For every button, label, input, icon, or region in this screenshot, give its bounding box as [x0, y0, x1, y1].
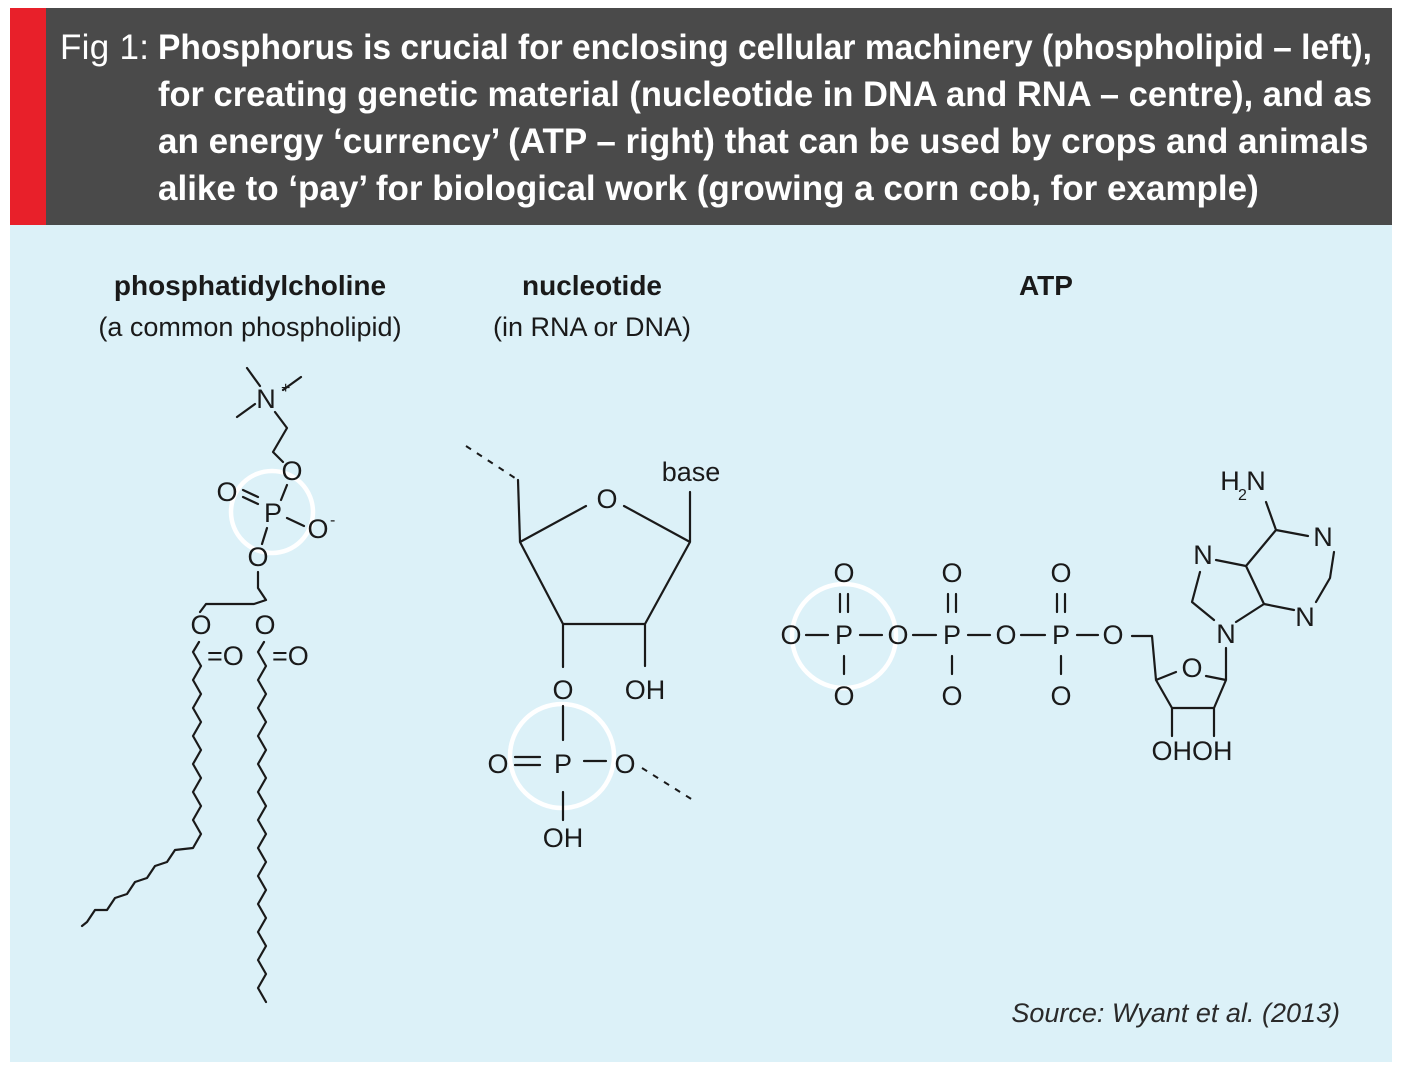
nucleotide-hydroxyl: OH	[625, 675, 666, 705]
atp-beta-phosphorus: P	[943, 620, 961, 650]
adenine-n3: N	[1295, 602, 1315, 632]
atp-ester-oxygen: O	[1102, 620, 1123, 650]
phosphate-charge: -	[330, 512, 335, 529]
atp-beta-oxygen-lower: O	[941, 681, 962, 711]
atp-bridge-oxygen-2: O	[995, 620, 1016, 650]
atp-gamma-oxo: O	[833, 558, 854, 588]
carbonyl-right: =O	[272, 641, 309, 671]
atp-bridge-oxygen-1: O	[887, 620, 908, 650]
ribose-ring-oxygen: O	[1181, 653, 1202, 683]
caption-line-3: an energy ‘currency’ (ATP – right) that …	[158, 122, 1369, 161]
atp-gamma-phosphorus: P	[835, 620, 853, 650]
atp-beta-oxo: O	[941, 558, 962, 588]
nucleotide-3-oxygen: O	[552, 675, 573, 705]
figure-header: Fig 1: Phosphorus is crucial for enclosi…	[10, 8, 1392, 225]
amino-subscript: 2	[1238, 487, 1247, 504]
nucleotide-phosphate-double-oxygen: O	[487, 749, 508, 779]
atp-alpha-oxo: O	[1050, 558, 1071, 588]
adenine-n9: N	[1216, 619, 1236, 649]
base-label: base	[662, 457, 721, 487]
nucleotide-phosphorus: P	[554, 749, 572, 779]
ribose-hydroxyls: OHOH	[1152, 736, 1233, 766]
nucleotide-subtitle: (in RNA or DNA)	[493, 312, 691, 342]
amino-nitrogen: N	[1246, 466, 1266, 496]
ester-oxygen-left: O	[190, 610, 211, 640]
ester-oxygen-right: O	[254, 610, 275, 640]
phosphatidylcholine-structure: phosphatidylcholine (a common phospholip…	[80, 270, 402, 1004]
atp-title: ATP	[1019, 270, 1073, 301]
adenine-n7: N	[1193, 540, 1213, 570]
source-citation: Source: Wyant et al. (2013)	[1011, 998, 1340, 1028]
choline-nitrogen: N	[256, 384, 276, 414]
caption-line-2: for creating genetic material (nucleotid…	[158, 75, 1372, 114]
carbonyl-left: =O	[207, 641, 244, 671]
nucleotide-title: nucleotide	[522, 270, 662, 301]
caption-line-1: Phosphorus is crucial for enclosing cell…	[158, 28, 1372, 67]
phosphate-phosphorus: P	[264, 498, 282, 528]
atp-terminal-oxygen: O	[780, 620, 801, 650]
nucleotide-phosphate-hydroxyl: OH	[543, 823, 584, 853]
phosphate-oxygen-bottom: O	[247, 542, 268, 572]
diagram-panel	[10, 225, 1392, 1062]
phospholipid-title: phosphatidylcholine	[114, 270, 386, 301]
caption-line-4: alike to ‘pay’ for biological work (grow…	[158, 169, 1259, 208]
nucleotide-structure: nucleotide (in RNA or DNA) O base O OH O…	[465, 270, 721, 853]
phosphate-oxygen-double: O	[216, 477, 237, 507]
atp-gamma-oxygen-lower: O	[833, 681, 854, 711]
atp-phosphate-highlight-ring	[789, 581, 899, 691]
figure-label: Fig 1:	[60, 28, 150, 67]
nucleotide-phosphate-oxygen: O	[614, 749, 635, 779]
atp-alpha-oxygen-lower: O	[1050, 681, 1071, 711]
phosphate-highlight-ring	[228, 468, 316, 556]
phospholipid-subtitle: (a common phospholipid)	[98, 312, 401, 342]
atp-structure: ATP O P O P O P O O O O O O O O OHOH N N…	[780, 270, 1336, 766]
sugar-ring-oxygen: O	[596, 484, 617, 514]
amino-hydrogen: H	[1220, 466, 1240, 496]
adenine-n1: N	[1313, 522, 1333, 552]
atp-alpha-phosphorus: P	[1052, 620, 1070, 650]
phosphate-oxygen-top: O	[281, 456, 302, 486]
phosphate-oxygen-anion: O	[307, 514, 328, 544]
accent-bar	[10, 8, 46, 225]
